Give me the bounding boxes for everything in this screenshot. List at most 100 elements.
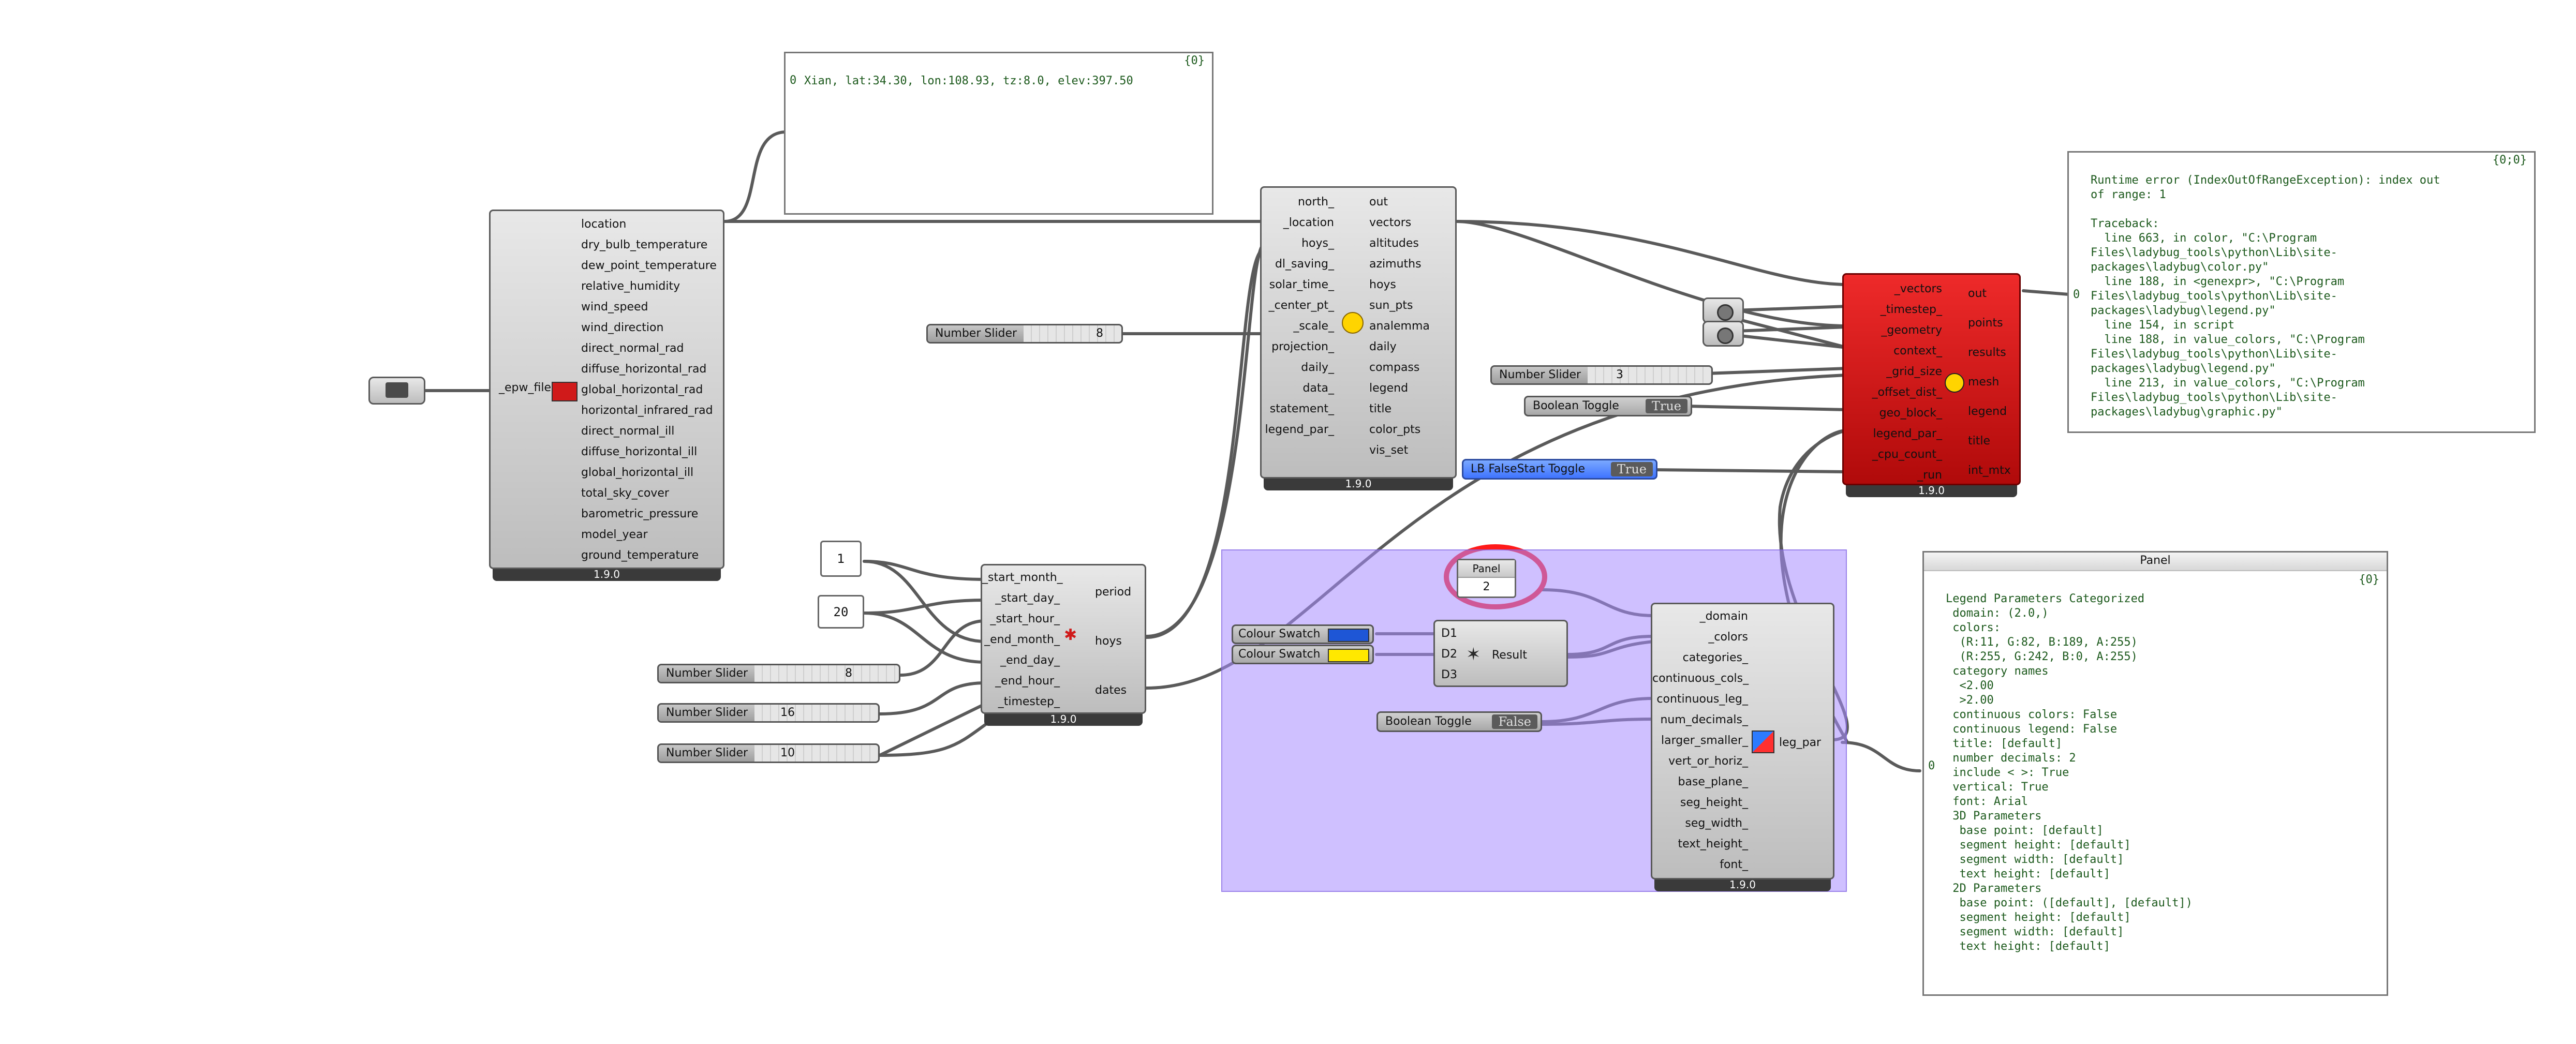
- file-path-param[interactable]: [368, 377, 425, 405]
- input-param[interactable]: _cpu_count_: [1872, 448, 1942, 461]
- output-param[interactable]: global_horizontal_rad: [581, 383, 703, 396]
- input-param[interactable]: geo_block_: [1879, 407, 1942, 420]
- input-param[interactable]: _start_hour_: [990, 613, 1060, 625]
- output-param[interactable]: ground_temperature: [581, 549, 699, 562]
- output-param[interactable]: relative_humidity: [581, 280, 680, 293]
- input-param[interactable]: dl_saving_: [1275, 258, 1334, 271]
- input-param[interactable]: _start_month_: [982, 571, 1063, 584]
- output-param[interactable]: hoys: [1095, 635, 1122, 648]
- output-param[interactable]: hoys: [1369, 278, 1396, 291]
- output-param[interactable]: direct_normal_ill: [581, 425, 675, 438]
- number-slider-day[interactable]: Number Slider 16: [657, 703, 880, 723]
- output-param[interactable]: legend: [1369, 382, 1409, 395]
- end-month-panel[interactable]: 20: [818, 595, 864, 629]
- input-param[interactable]: _location: [1283, 216, 1334, 229]
- input-param[interactable]: _timestep_: [1880, 303, 1942, 316]
- boolean-toggle-continuous[interactable]: Boolean Toggle False: [1376, 711, 1542, 732]
- output-param[interactable]: dew_point_temperature: [581, 259, 717, 272]
- input-param[interactable]: _colors: [1708, 631, 1748, 644]
- input-param[interactable]: solar_time_: [1269, 278, 1334, 291]
- input-param[interactable]: _timestep_: [998, 695, 1060, 708]
- input-param[interactable]: hoys_: [1301, 237, 1334, 250]
- input-param[interactable]: _grid_size: [1886, 365, 1942, 378]
- number-slider-scale[interactable]: Number Slider 8: [926, 324, 1123, 344]
- input-param[interactable]: data_: [1302, 382, 1334, 395]
- boolean-toggle-geo-block[interactable]: Boolean Toggle True: [1524, 396, 1692, 416]
- output-param[interactable]: diffuse_horizontal_rad: [581, 363, 707, 376]
- output-param[interactable]: color_pts: [1369, 423, 1421, 436]
- output-param[interactable]: dates: [1095, 684, 1127, 697]
- input-param[interactable]: statement_: [1269, 402, 1334, 415]
- toggle-value[interactable]: False: [1492, 714, 1537, 729]
- input-param[interactable]: legend_par_: [1873, 427, 1942, 440]
- output-param[interactable]: location: [581, 218, 627, 231]
- output-param[interactable]: altitudes: [1369, 237, 1419, 250]
- output-param[interactable]: vectors: [1369, 216, 1412, 229]
- input-param[interactable]: _run: [1917, 469, 1942, 482]
- output-param[interactable]: compass: [1369, 361, 1420, 374]
- output-param[interactable]: period: [1095, 586, 1132, 599]
- input-param[interactable]: continuous_cols_: [1652, 672, 1749, 685]
- input-param[interactable]: north_: [1297, 196, 1334, 208]
- domain-panel[interactable]: Panel 2: [1457, 559, 1516, 598]
- input-param[interactable]: base_plane_: [1678, 775, 1748, 788]
- input-param[interactable]: font_: [1720, 858, 1748, 871]
- output-param[interactable]: model_year: [581, 528, 648, 541]
- input-param[interactable]: seg_width_: [1685, 817, 1748, 830]
- colour-swatch-yellow[interactable]: Colour Swatch: [1232, 645, 1374, 664]
- output-param[interactable]: direct_normal_rad: [581, 342, 684, 355]
- input-param[interactable]: _offset_dist_: [1872, 386, 1942, 399]
- analysis-period-component[interactable]: _start_month_ _start_day_ _start_hour_ _end…: [981, 564, 1146, 714]
- input-param[interactable]: continuous_leg_: [1656, 693, 1748, 706]
- output-param[interactable]: wind_direction: [581, 321, 664, 334]
- output-param[interactable]: wind_speed: [581, 301, 648, 314]
- output-param[interactable]: diffuse_horizontal_ill: [581, 445, 698, 458]
- output-param[interactable]: horizontal_infrared_rad: [581, 404, 713, 417]
- input-param[interactable]: _center_pt_: [1268, 299, 1334, 312]
- output-param[interactable]: out: [1968, 287, 1987, 300]
- output-param[interactable]: vis_set: [1369, 444, 1409, 457]
- output-param[interactable]: results: [1968, 346, 2006, 359]
- output-param[interactable]: sun_pts: [1369, 299, 1413, 312]
- input-param[interactable]: _domain: [1699, 610, 1748, 623]
- leg-par-output[interactable]: leg_par: [1779, 736, 1822, 749]
- geometry-param[interactable]: [1702, 297, 1744, 323]
- location-panel[interactable]: {0} 0 Xian, lat:34.30, lon:108.93, tz:8.…: [784, 52, 1213, 215]
- input-param[interactable]: categories_: [1682, 651, 1748, 664]
- colour-swatch-blue[interactable]: Colour Swatch: [1232, 624, 1374, 644]
- input-param[interactable]: D3: [1441, 668, 1457, 681]
- number-slider-end-hour[interactable]: Number Slider 10: [657, 743, 880, 763]
- input-param[interactable]: _end_day_: [1000, 654, 1060, 667]
- output-param[interactable]: azimuths: [1369, 258, 1422, 271]
- toggle-value[interactable]: True: [1610, 462, 1653, 476]
- output-param[interactable]: title: [1968, 435, 1991, 448]
- output-param[interactable]: legend: [1968, 405, 2007, 418]
- output-param[interactable]: global_horizontal_ill: [581, 466, 694, 479]
- input-param[interactable]: _start_day_: [995, 592, 1060, 605]
- input-param[interactable]: text_height_: [1678, 838, 1748, 851]
- sunpath-component[interactable]: north_ _location hoys_ dl_saving_ solar_time…: [1260, 186, 1457, 479]
- toggle-value[interactable]: True: [1645, 399, 1687, 413]
- output-param[interactable]: mesh: [1968, 376, 2000, 389]
- start-month-panel[interactable]: 1: [820, 541, 862, 577]
- swatch-color[interactable]: [1328, 649, 1369, 662]
- input-param[interactable]: D2: [1441, 648, 1457, 661]
- output-param[interactable]: dry_bulb_temperature: [581, 238, 708, 251]
- lb-falsestart-toggle[interactable]: LB FalseStart Toggle True: [1462, 459, 1657, 480]
- output-param[interactable]: barometric_pressure: [581, 508, 699, 520]
- input-param[interactable]: _scale_: [1293, 320, 1334, 333]
- input-param[interactable]: seg_height_: [1680, 796, 1748, 809]
- input-param[interactable]: _end_hour_: [995, 675, 1060, 688]
- input-param[interactable]: num_decimals_: [1660, 713, 1748, 726]
- input-param[interactable]: context_: [1893, 345, 1942, 357]
- output-param[interactable]: out: [1369, 196, 1388, 208]
- input-param[interactable]: vert_or_horiz_: [1668, 755, 1748, 768]
- input-epw-file[interactable]: _epw_file: [499, 381, 551, 394]
- input-param[interactable]: larger_smaller_: [1661, 734, 1748, 747]
- input-param[interactable]: projection_: [1271, 340, 1334, 353]
- input-param[interactable]: _vectors: [1894, 282, 1942, 295]
- error-panel[interactable]: {0;0} 0 Runtime error (IndexOutOfRangeEx…: [2067, 151, 2536, 433]
